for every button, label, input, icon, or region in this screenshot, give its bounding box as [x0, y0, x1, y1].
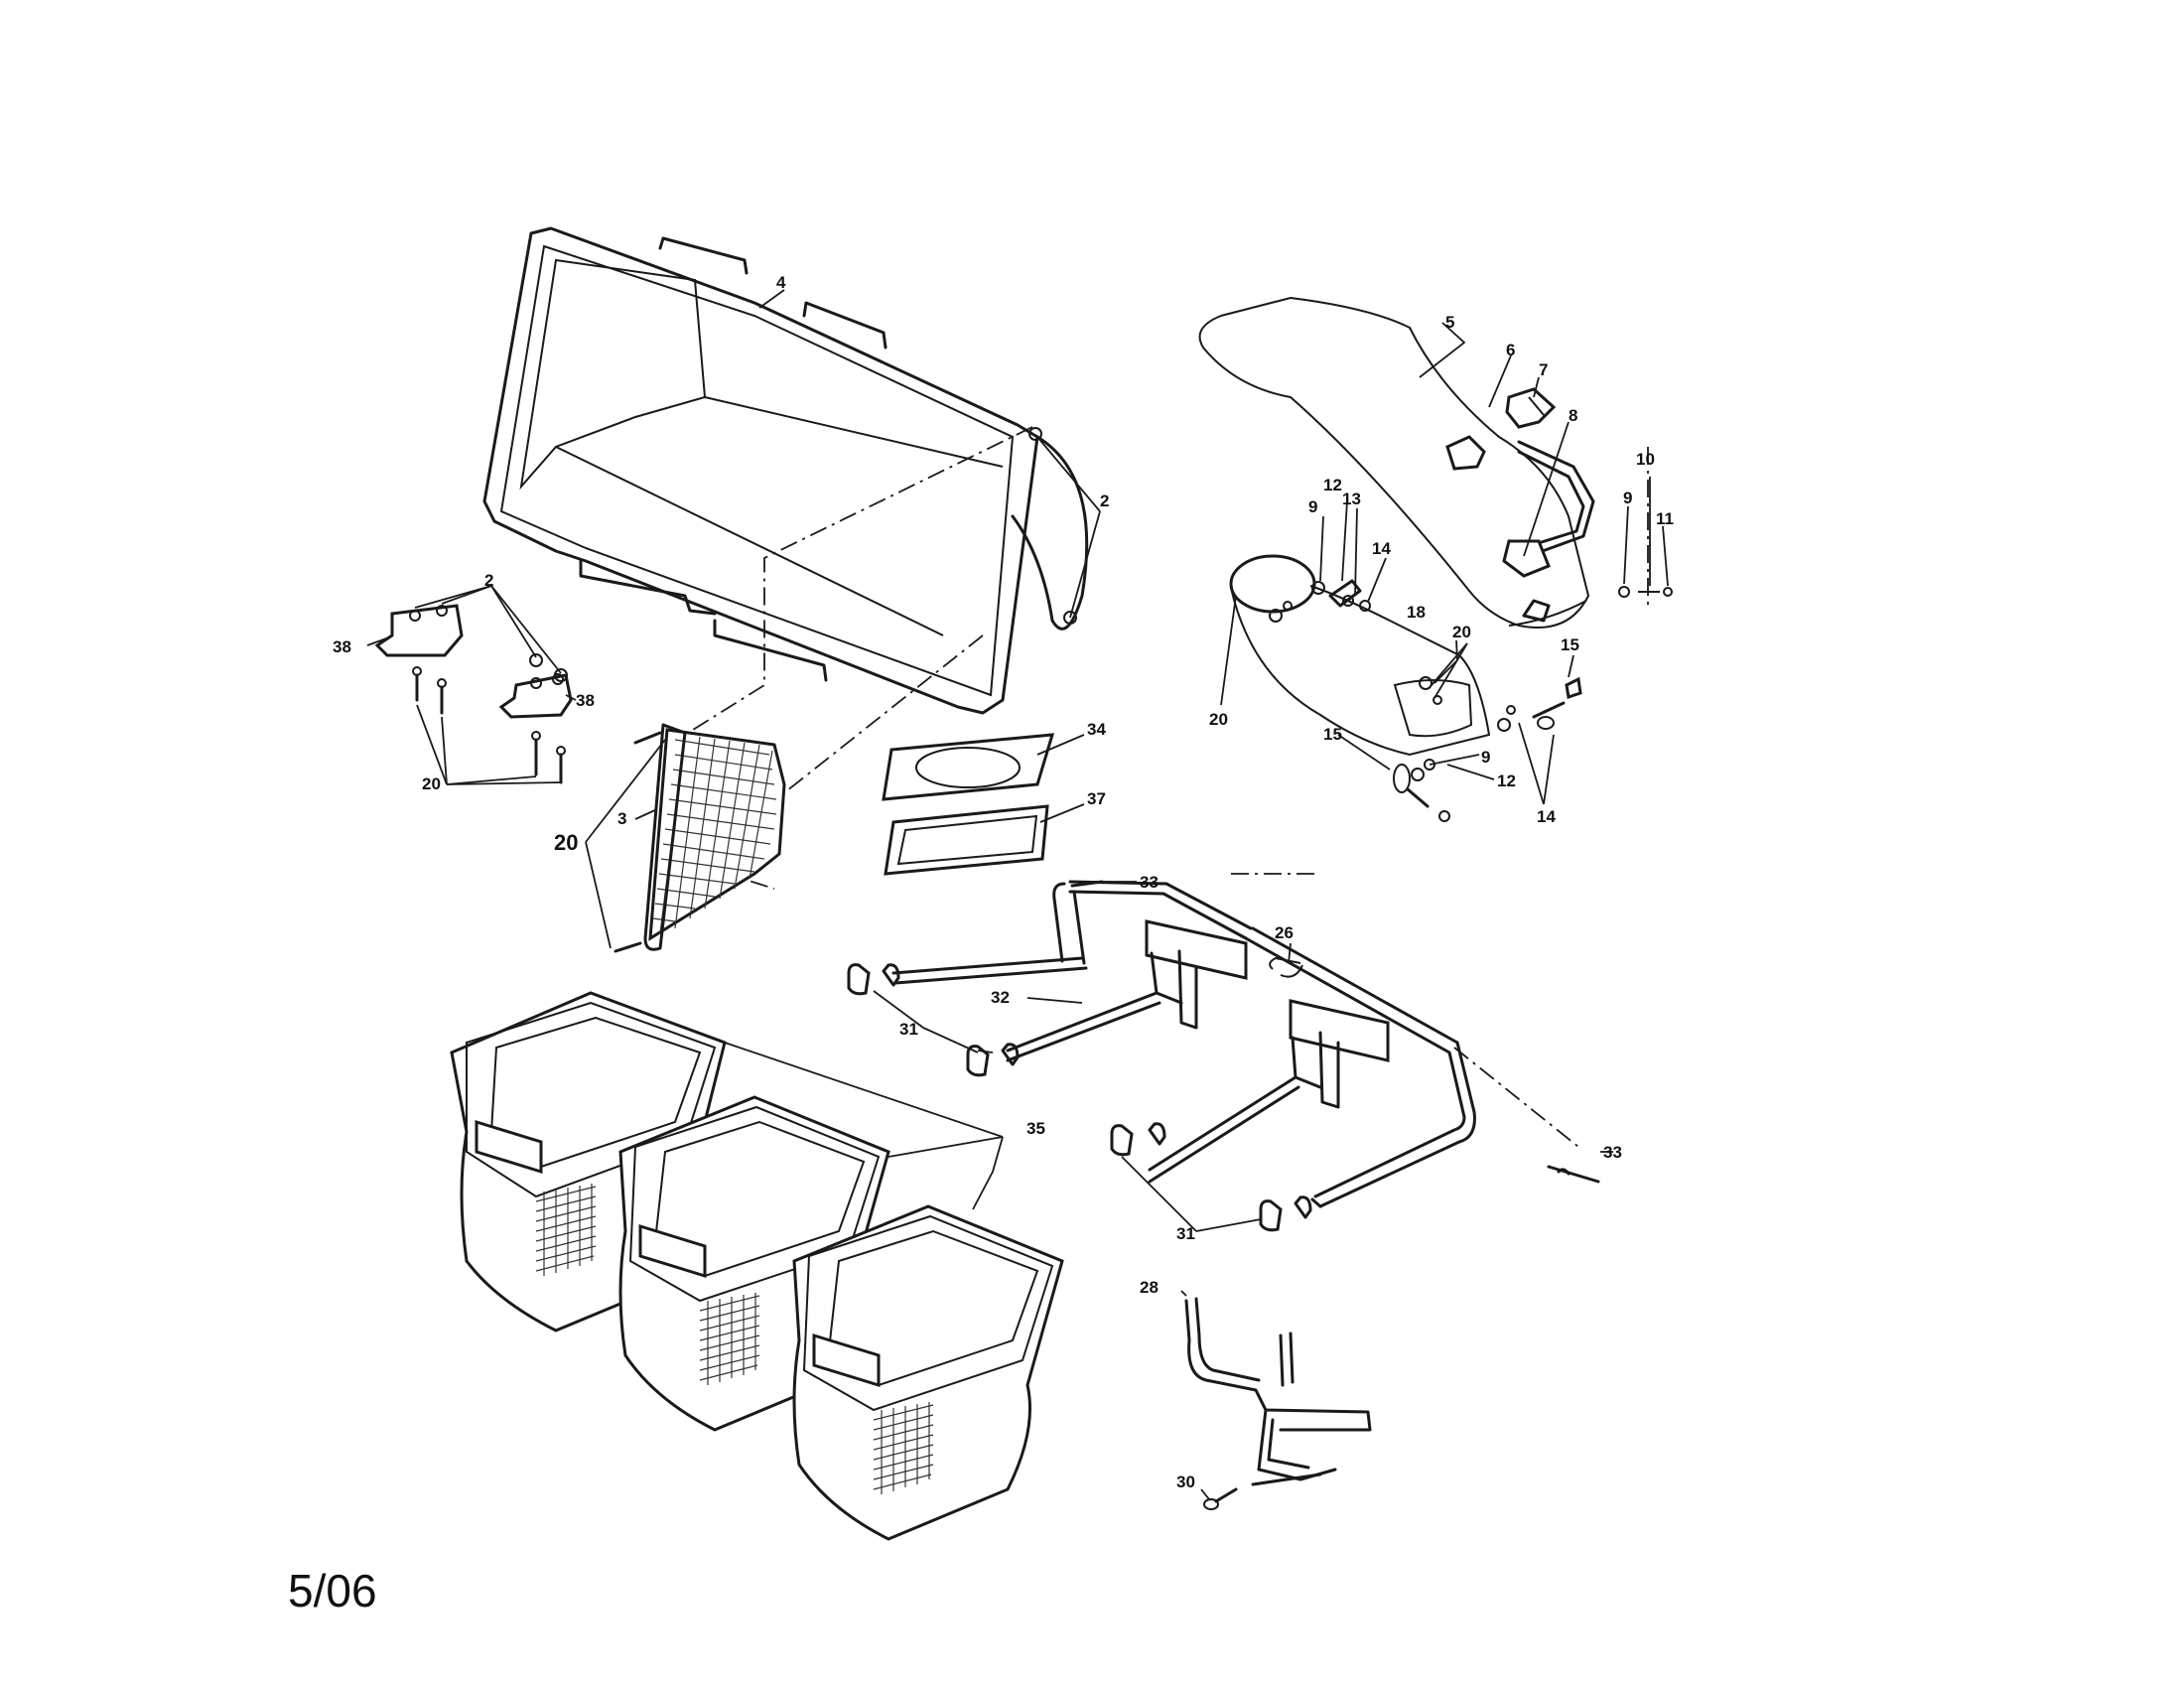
callout-7: 7: [1539, 360, 1548, 379]
hitch-bracket: [1184, 1297, 1372, 1486]
callout-9-bottom: 9: [1481, 748, 1490, 767]
pin-washer-set: [1618, 586, 1673, 598]
leader-lines: [366, 289, 1669, 1500]
callout-14-top: 14: [1372, 539, 1391, 558]
callout-20-chute: 20: [1209, 710, 1228, 729]
hopper-screen: [614, 723, 786, 953]
callout-9-right: 9: [1623, 489, 1632, 507]
bagger-frame: [891, 880, 1600, 1208]
callout-15-right: 15: [1561, 635, 1579, 654]
callout-33-bottom: 33: [1603, 1143, 1622, 1162]
grass-bag-right: [792, 1204, 1064, 1541]
frame-end-caps: [847, 963, 1312, 1232]
bracket-bolts: [412, 653, 568, 784]
callout-5: 5: [1445, 313, 1454, 332]
deflector-pad: [1445, 435, 1486, 471]
callout-13: 13: [1342, 490, 1361, 508]
callout-37: 37: [1087, 789, 1106, 808]
callout-12-bottom: 12: [1497, 772, 1516, 790]
callout-18: 18: [1407, 603, 1426, 622]
callout-20-brackets: 20: [422, 774, 441, 793]
callout-8: 8: [1569, 406, 1577, 425]
callout-35: 35: [1026, 1119, 1045, 1138]
hair-pin-clip: [1269, 956, 1303, 978]
callout-2-hopper: 2: [1100, 491, 1109, 510]
callout-9-top: 9: [1308, 497, 1317, 516]
callout-38-right: 38: [576, 691, 595, 710]
callout-31-bottom: 31: [1176, 1224, 1195, 1243]
mounting-bracket-right: [498, 673, 573, 719]
adapter-plate: [884, 804, 1049, 876]
callout-14-bottom: 14: [1537, 807, 1556, 826]
callout-15-left: 15: [1323, 725, 1342, 744]
callout-3: 3: [617, 809, 626, 828]
callout-labels: 4 2 2 38 38 20 20 3 34 37 5 6 7 8 10 9 1…: [333, 273, 1674, 1491]
callout-11: 11: [1656, 509, 1674, 528]
chute-latch: [1505, 387, 1557, 429]
callout-20-elbow: 20: [1452, 623, 1471, 641]
callout-34: 34: [1087, 720, 1106, 739]
chute-lever: [1502, 440, 1595, 578]
callout-12-top: 12: [1323, 476, 1342, 494]
callout-10: 10: [1636, 450, 1655, 469]
hopper-cover: [482, 226, 1089, 715]
callout-32: 32: [991, 988, 1010, 1007]
adapter-gasket: [882, 733, 1055, 801]
callout-26: 26: [1275, 923, 1294, 942]
callout-28: 28: [1140, 1278, 1159, 1297]
callout-6: 6: [1506, 341, 1515, 359]
hitch-pin: [1203, 1487, 1238, 1510]
callout-20-screen: 20: [554, 830, 578, 855]
callout-31-top: 31: [899, 1020, 918, 1039]
callout-2-brackets: 2: [484, 571, 493, 590]
callout-4: 4: [776, 273, 786, 292]
callout-30: 30: [1176, 1473, 1195, 1491]
chute-elbow: [1229, 554, 1491, 757]
mounting-bracket-left: [374, 604, 464, 657]
callout-33-top: 33: [1140, 873, 1159, 892]
elbow-hardware: [1311, 579, 1582, 822]
date-code: 5/06: [288, 1565, 377, 1616]
callout-38-left: 38: [333, 637, 351, 656]
discharge-chute: [1198, 296, 1590, 629]
